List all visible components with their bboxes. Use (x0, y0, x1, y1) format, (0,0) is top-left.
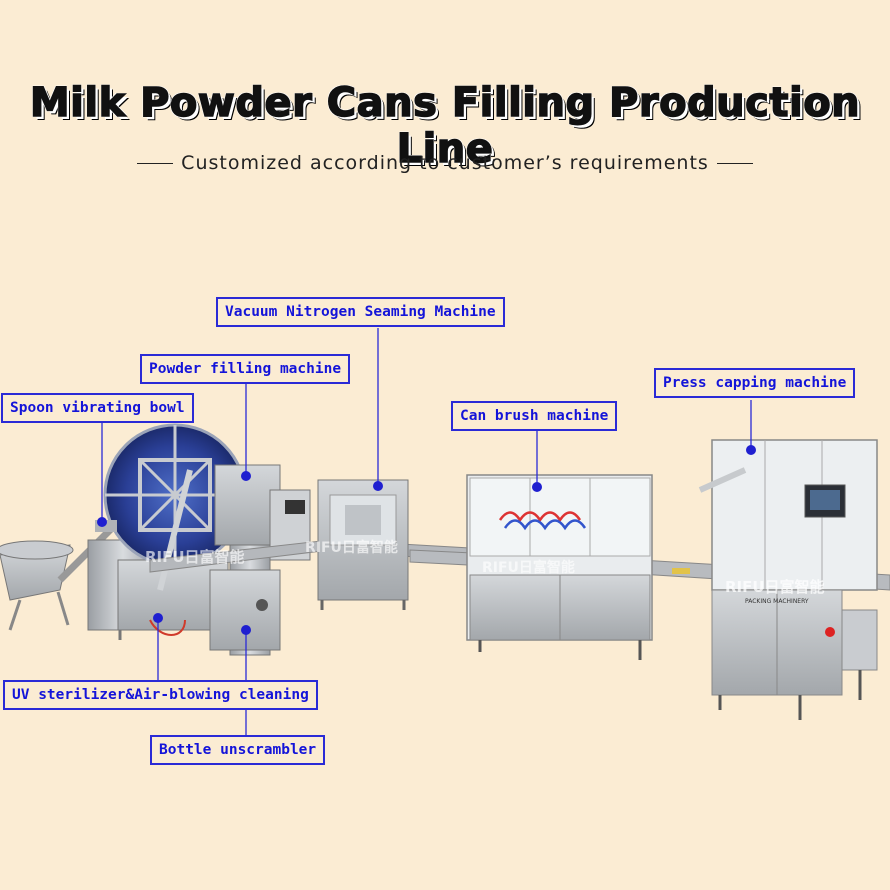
page-subtitle: Customized according to customer’s requi… (181, 152, 709, 174)
brand-watermark-3: RIFU日富智能 (482, 559, 575, 576)
brand-watermark-sub: PACKING MACHINERY (745, 598, 809, 605)
callout-bottle-unscrambler: Bottle unscrambler (150, 735, 326, 765)
dot-filling (241, 471, 251, 481)
leader-dots (97, 445, 756, 635)
seaming-machine (317, 479, 409, 610)
can-brush-machine (466, 474, 653, 660)
subtitle-right-rule (716, 162, 753, 164)
dot-spoon (97, 517, 107, 527)
subtitle-left-rule (137, 162, 174, 164)
leader-lines (101, 328, 752, 737)
callout-press-capping: Press capping machine (654, 368, 856, 398)
callout-uv-sterilizer: UV sterilizer&Air-blowing cleaning (3, 680, 318, 710)
callout-vacuum-seaming: Vacuum Nitrogen Seaming Machine (216, 297, 505, 327)
callout-can-brush: Can brush machine (451, 401, 618, 431)
brand-watermark-4: RIFU日富智能 (725, 578, 825, 596)
page-title: Milk Powder Cans Filling Production Line (29, 79, 861, 173)
powder-filling-machine (149, 464, 311, 656)
callout-powder-filling: Powder filling machine (140, 354, 351, 384)
dot-brush (532, 482, 542, 492)
subtitle-row: Customized according to customer’s requi… (0, 150, 890, 176)
dot-capping (746, 445, 756, 455)
brand-watermark-2: RIFU日富智能 (305, 539, 398, 556)
dot-seaming (373, 481, 383, 491)
brand-watermark-1: RIFU日富智能 (145, 548, 245, 566)
dot-uv (153, 613, 163, 623)
press-capping-machine (698, 439, 878, 720)
dot-unscrambler (241, 625, 251, 635)
callout-spoon-bowl: Spoon vibrating bowl (1, 393, 194, 423)
